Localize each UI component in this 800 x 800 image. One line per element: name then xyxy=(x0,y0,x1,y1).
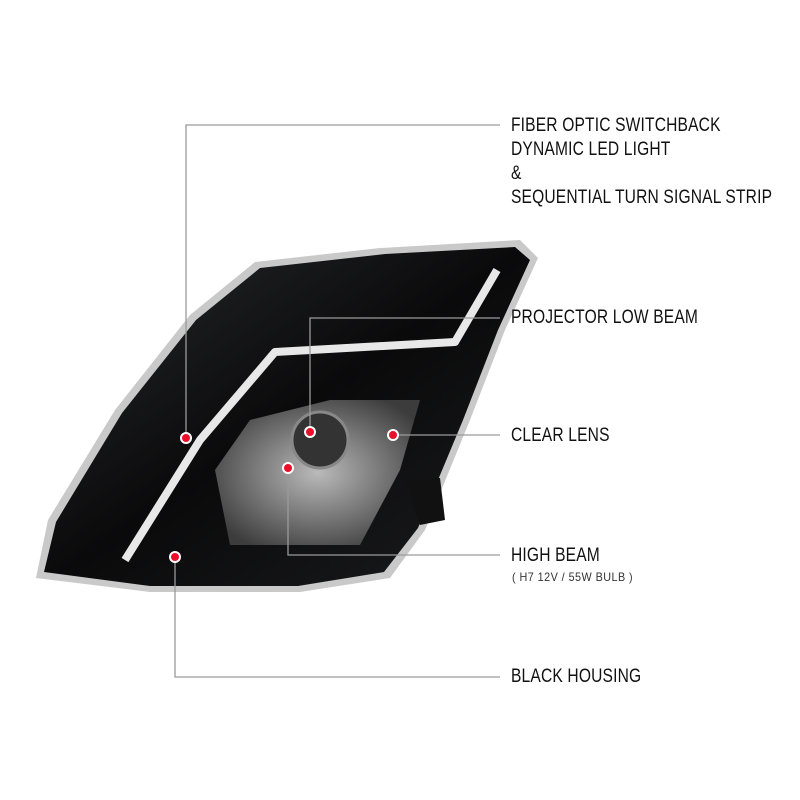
label-high-beam: HIGH BEAM xyxy=(511,545,600,566)
dot-fiber-optic xyxy=(180,432,192,444)
dot-housing xyxy=(169,551,181,563)
label-line: FIBER OPTIC SWITCHBACK xyxy=(511,115,721,136)
label-line: DYNAMIC LED LIGHT xyxy=(511,139,671,160)
callout-lines xyxy=(174,124,500,678)
label-line: & xyxy=(511,163,522,184)
projector-lens xyxy=(290,410,350,470)
dot-projector xyxy=(304,426,316,438)
callout-dots xyxy=(169,426,399,563)
headlight-housing xyxy=(36,240,538,592)
label-high-beam-spec: ( H7 12V / 55W BULB ) xyxy=(512,570,634,584)
label-housing: BLACK HOUSING xyxy=(511,666,642,687)
label-line: SEQUENTIAL TURN SIGNAL STRIP xyxy=(511,187,773,208)
reflector-chamber xyxy=(215,400,420,545)
label-clear-lens: CLEAR LENS xyxy=(511,425,610,446)
dot-clear-lens xyxy=(387,429,399,441)
label-fiber-optic: FIBER OPTIC SWITCHBACK DYNAMIC LED LIGHT… xyxy=(511,114,772,210)
label-projector: PROJECTOR LOW BEAM xyxy=(511,307,699,328)
dot-high-beam xyxy=(282,462,294,474)
